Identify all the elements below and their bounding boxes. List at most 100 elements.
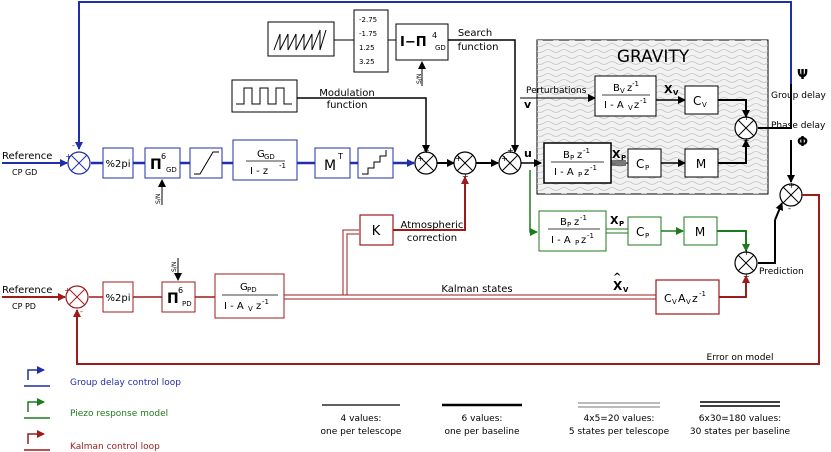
- svg-text:S/N: S/N: [155, 194, 162, 204]
- svg-text:one per telescope: one per telescope: [321, 427, 402, 437]
- svg-text:C: C: [664, 292, 672, 305]
- svg-text:^: ^: [613, 272, 621, 283]
- svg-text:P: P: [575, 239, 579, 247]
- svg-text:-1: -1: [580, 214, 587, 222]
- svg-text:B: B: [560, 217, 567, 228]
- m-model-block: M: [695, 225, 705, 239]
- mod2pi-pd-label: %2pi: [106, 293, 131, 304]
- svg-text:z: z: [577, 150, 582, 161]
- svg-text:I - A: I - A: [554, 167, 574, 178]
- search-value-4: 3.25: [359, 58, 375, 66]
- modulation-function: Modulation function: [231, 79, 430, 153]
- svg-text:+: +: [64, 286, 71, 295]
- cp-pd-label: CP PD: [12, 302, 36, 311]
- m-block: M: [684, 148, 719, 178]
- svg-text:P: P: [645, 164, 649, 172]
- svg-text:X: X: [612, 148, 621, 161]
- search-block-label: I−Π: [400, 35, 427, 50]
- line-legend-6: 6 values: one per baseline: [442, 403, 522, 437]
- phase-delay-label: Phase delay: [771, 121, 826, 131]
- svg-text:-1: -1: [279, 162, 286, 170]
- ggd-transfer-block: G GD I - z -1: [246, 149, 286, 177]
- search-function-label-2: function: [458, 42, 499, 53]
- svg-text:6x30=180 values:: 6x30=180 values:: [699, 414, 781, 424]
- svg-text:Π: Π: [167, 291, 179, 307]
- sn-gd-input: S/N: [155, 179, 166, 205]
- svg-text:-: -: [80, 307, 83, 316]
- pi6-pd-block: Π 6 PD: [167, 286, 192, 308]
- search-value-2: -1.75: [359, 30, 377, 38]
- svg-text:GD: GD: [166, 166, 177, 174]
- cvav-block: C V A V z -1: [664, 290, 706, 306]
- svg-text:z: z: [581, 235, 586, 246]
- svg-text:B: B: [613, 83, 620, 94]
- svg-text:Piezo response model: Piezo response model: [70, 409, 168, 419]
- svg-text:C: C: [636, 225, 644, 239]
- cv-block: C V: [684, 85, 719, 115]
- svg-text:z: z: [627, 83, 632, 94]
- svg-text:C: C: [693, 94, 701, 108]
- staircase-block-icon: [362, 150, 387, 175]
- svg-text:I - A: I - A: [604, 100, 624, 111]
- xp-model-label: X P: [610, 214, 624, 228]
- svg-text:4 values:: 4 values:: [341, 414, 382, 424]
- atmospheric-correction-label: Atmospheric: [401, 220, 464, 231]
- svg-text:6: 6: [178, 286, 183, 295]
- svg-text:T: T: [337, 152, 343, 161]
- svg-text:GD: GD: [264, 153, 275, 161]
- svg-text:P: P: [578, 171, 582, 179]
- kalman-loop: [2, 176, 820, 365]
- line-legend-4: 4 values: one per telescope: [321, 404, 402, 437]
- sum-node-phase: ++: [734, 113, 758, 145]
- v-label: v: [524, 98, 532, 111]
- svg-text:-1: -1: [262, 298, 269, 306]
- sum-node-mod: ++: [414, 146, 438, 175]
- legend-group-delay: Group delay control loop: [24, 366, 181, 388]
- search-function-label: Search: [458, 28, 492, 39]
- k-block: K: [372, 224, 381, 239]
- bp-model-block: B P z -1 I - A P z -1: [548, 214, 600, 247]
- svg-text:M: M: [324, 158, 336, 174]
- svg-text:P: P: [570, 154, 574, 162]
- svg-text:V: V: [686, 298, 691, 306]
- kalman-states-label: Kalman states: [441, 284, 512, 295]
- svg-text:X: X: [613, 279, 623, 293]
- u-label: u: [524, 147, 532, 160]
- modulation-function-label-2: function: [327, 100, 368, 111]
- svg-text:I - A: I - A: [224, 301, 244, 312]
- pi6-gd-block: Π 6 GD: [150, 152, 177, 174]
- xv-label: X V: [664, 83, 679, 97]
- reference-gd-label: Reference: [2, 151, 52, 162]
- main-black-path: [437, 84, 795, 264]
- legend-piezo: Piezo response model: [24, 398, 168, 419]
- sum-node-search: ++: [498, 146, 522, 175]
- sum-node-atmo: ++: [453, 151, 477, 181]
- svg-text:Kalman control loop: Kalman control loop: [70, 442, 160, 452]
- svg-text:V: V: [672, 298, 677, 306]
- xv-hat-label: X ^ V: [613, 272, 629, 294]
- svg-text:Group delay control loop: Group delay control loop: [70, 378, 181, 388]
- error-on-model-label: Error on model: [707, 353, 774, 363]
- svg-text:P: P: [621, 154, 626, 162]
- svg-text:I - z: I - z: [250, 166, 268, 177]
- bv-transfer-block: B V -1 z I - A V z -1: [594, 75, 657, 117]
- legend-kalman: Kalman control loop: [24, 430, 160, 452]
- phi-label: Φ: [797, 135, 808, 150]
- svg-text:4x5=20 values:: 4x5=20 values:: [584, 414, 655, 424]
- svg-text:30 states per baseline: 30 states per baseline: [690, 427, 791, 437]
- svg-text:+: +: [788, 181, 795, 190]
- svg-text:V: V: [702, 101, 707, 109]
- svg-text:z: z: [692, 292, 698, 305]
- group-delay-label: Group delay: [771, 91, 827, 101]
- line-width-legend: 4 values: one per telescope 6 values: on…: [321, 401, 791, 437]
- svg-text:+: +: [455, 154, 462, 163]
- svg-text:B: B: [563, 150, 570, 161]
- svg-text:V: V: [623, 286, 629, 294]
- sum-node-pd: + -: [64, 285, 89, 316]
- svg-text:+: +: [423, 146, 430, 155]
- svg-text:G: G: [240, 282, 248, 293]
- svg-text:Π: Π: [150, 157, 162, 173]
- svg-text:+: +: [507, 146, 514, 155]
- svg-text:z: z: [256, 301, 261, 312]
